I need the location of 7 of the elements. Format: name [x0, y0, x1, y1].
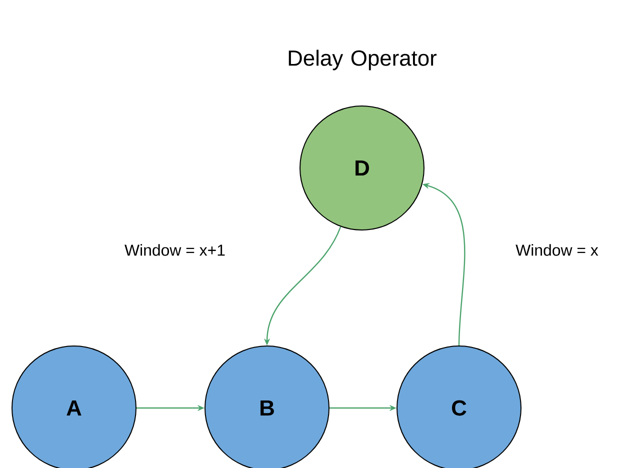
edge-label: Window = x — [514, 243, 600, 257]
circle-node: B — [204, 345, 330, 468]
edge-label: Window = x+1 — [124, 243, 226, 257]
circle-node: C — [396, 345, 522, 468]
circle-node: D — [300, 105, 424, 230]
circle-node: A — [12, 345, 136, 468]
node-caption: Delay Operator — [288, 50, 437, 70]
